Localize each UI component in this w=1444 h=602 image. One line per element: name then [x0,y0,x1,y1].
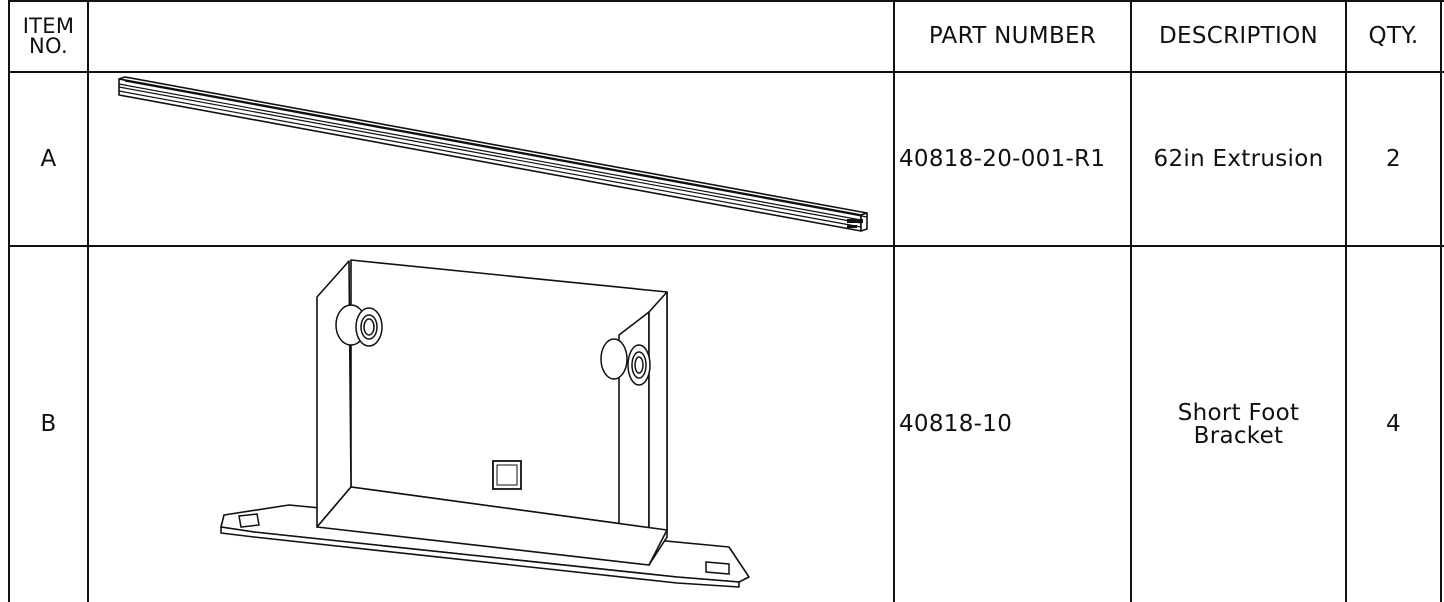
row-a-description: 62in Extrusion [1132,73,1345,245]
column-divider-4 [1130,0,1132,602]
header-image [89,2,893,71]
header-item-line1: ITEM [22,13,75,38]
row-a-description-line1: 62in Extrusion [1153,145,1324,172]
row-b-item: B [40,411,57,437]
row-a-item: A [40,145,57,172]
column-divider-2 [87,0,89,602]
header-item-no: ITEM NO. [10,2,87,71]
row-a-qty: 2 [1386,145,1401,172]
table-border-right [1440,0,1442,602]
column-divider-5 [1345,0,1347,602]
row-b-description-line1: Short Foot [1177,399,1300,426]
header-bottom-line [8,71,1444,73]
row-a-part-number: 40818-20-001-R1 [899,145,1106,172]
column-divider-1 [8,0,10,602]
column-divider-3 [893,0,895,602]
header-part-number: PART NUMBER [928,23,1097,49]
foot-bracket-icon [220,259,750,588]
row-b-part-number: 40818-10 [899,411,1013,437]
table-border-top [8,0,1444,2]
row-b-description: Short Foot Bracket [1132,247,1345,602]
header-item-line2: NO. [29,33,68,58]
header-qty: QTY. [1368,23,1419,49]
row-b-description-line2: Bracket [1193,422,1284,449]
row-b-qty: 4 [1386,411,1401,437]
header-description: DESCRIPTION [1159,23,1318,49]
row-a-bottom-line [8,245,1444,247]
aluminum-extrusion-rail-icon [118,76,868,232]
